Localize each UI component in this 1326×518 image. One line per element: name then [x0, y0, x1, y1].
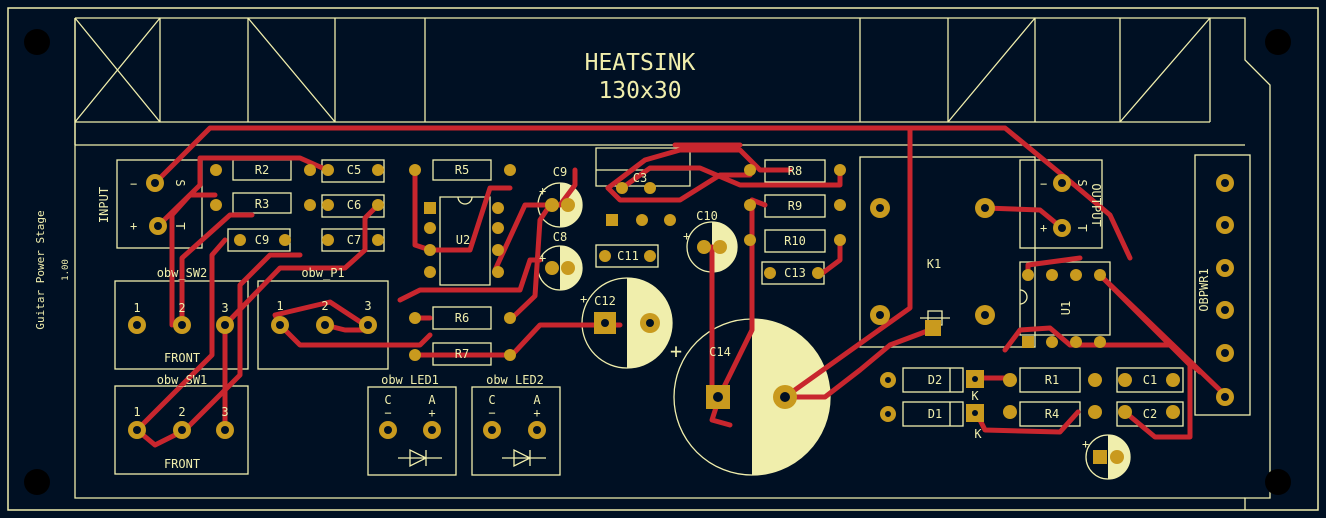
- p1-pin1: 1: [276, 299, 283, 313]
- cap-plus-c12: +: [580, 292, 587, 306]
- ref-c9: C9: [553, 165, 567, 179]
- obpwr-label: OBPWR1: [1197, 268, 1211, 311]
- sw1-pin1: 1: [133, 405, 140, 419]
- ref-c3: C3: [633, 171, 647, 185]
- ref-r3: R3: [255, 197, 269, 211]
- ref-c13: C13: [784, 266, 806, 280]
- ref-k1: K1: [927, 257, 941, 271]
- ref-u1: U1: [1059, 301, 1073, 315]
- board-title: Guitar Power Stage: [34, 210, 47, 329]
- ref-r8: R8: [788, 164, 802, 178]
- ref-c9-small: C9: [255, 233, 269, 247]
- cap-plus-c9: +: [539, 184, 546, 198]
- output-s: S: [1075, 179, 1089, 186]
- p1-label: obw_P1: [301, 266, 344, 280]
- ref-c7: C7: [347, 233, 361, 247]
- output-t: T: [1075, 224, 1089, 231]
- input-plus: +: [130, 219, 137, 233]
- ref-u2: U2: [456, 233, 470, 247]
- sw2-label: obw_SW2: [157, 266, 208, 280]
- ref-c11: C11: [617, 249, 639, 263]
- p1-pin2: 2: [321, 299, 328, 313]
- cap-plus-c14: +: [670, 339, 682, 363]
- ref-r6: R6: [455, 311, 469, 325]
- output-plus: +: [1040, 221, 1047, 235]
- front-top-label: FRONT: [164, 351, 200, 365]
- sw2-pin3: 3: [221, 301, 228, 315]
- mounting-holes: [24, 29, 1291, 495]
- ref-c6: C6: [347, 198, 361, 212]
- ref-c8: C8: [553, 230, 567, 244]
- input-s: S: [173, 179, 187, 186]
- output-label: OUTPUT: [1089, 183, 1103, 226]
- silk-labels: INPUT − + S T OUTPUT − + S T OBPWR1 obw_…: [97, 163, 1211, 471]
- led1-label: obw_LED1: [381, 373, 439, 387]
- board-outline: [7, 7, 1319, 511]
- led2-label: obw_LED2: [486, 373, 544, 387]
- heatsink-title: HEATSINK: [585, 50, 696, 76]
- ref-d1: D1: [928, 407, 942, 421]
- led1-c: C: [384, 393, 391, 407]
- led2-a: A: [533, 393, 541, 407]
- led1-minus: −: [384, 406, 391, 420]
- input-minus: −: [130, 177, 137, 191]
- drill-holes: [133, 179, 1229, 434]
- ref-c1: C1: [1143, 373, 1157, 387]
- ref-c2: C2: [1143, 407, 1157, 421]
- ref-r1: R1: [1045, 373, 1059, 387]
- p1-pin3: 3: [364, 299, 371, 313]
- ref-r2: R2: [255, 163, 269, 177]
- ref-r4: R4: [1045, 407, 1059, 421]
- ref-c14: C14: [709, 345, 731, 359]
- cap-plus-c8: +: [539, 251, 546, 265]
- sw1-pin2: 2: [178, 405, 185, 419]
- ref-r10: R10: [784, 234, 806, 248]
- heatsink: [74, 17, 1271, 510]
- k-d1: K: [974, 427, 982, 441]
- ref-c12: C12: [594, 294, 616, 308]
- led1-plus: +: [428, 406, 435, 420]
- led2-plus: +: [533, 406, 540, 420]
- ref-d2: D2: [928, 373, 942, 387]
- input-t: T: [173, 222, 187, 229]
- ref-c5: C5: [347, 163, 361, 177]
- output-minus: −: [1040, 177, 1047, 191]
- ref-r5: R5: [455, 163, 469, 177]
- k-d2: K: [971, 389, 979, 403]
- sw2-pin2: 2: [178, 301, 185, 315]
- cap-plus-c-small: +: [1082, 437, 1089, 451]
- ref-r9: R9: [788, 199, 802, 213]
- ref-c10: C10: [696, 209, 718, 223]
- ref-r7: R7: [455, 347, 469, 361]
- sw2-pin1: 1: [133, 301, 140, 315]
- input-label: INPUT: [97, 187, 111, 223]
- cap-plus-c10: +: [683, 229, 690, 243]
- led1-a: A: [428, 393, 436, 407]
- sw1-pin3: 3: [221, 405, 228, 419]
- board-version: 1.00: [61, 259, 71, 281]
- led2-minus: −: [488, 406, 495, 420]
- led2-c: C: [488, 393, 495, 407]
- heatsink-size: 130x30: [598, 78, 681, 104]
- front-bottom-label: FRONT: [164, 457, 200, 471]
- sw1-label: obw_SW1: [157, 373, 208, 387]
